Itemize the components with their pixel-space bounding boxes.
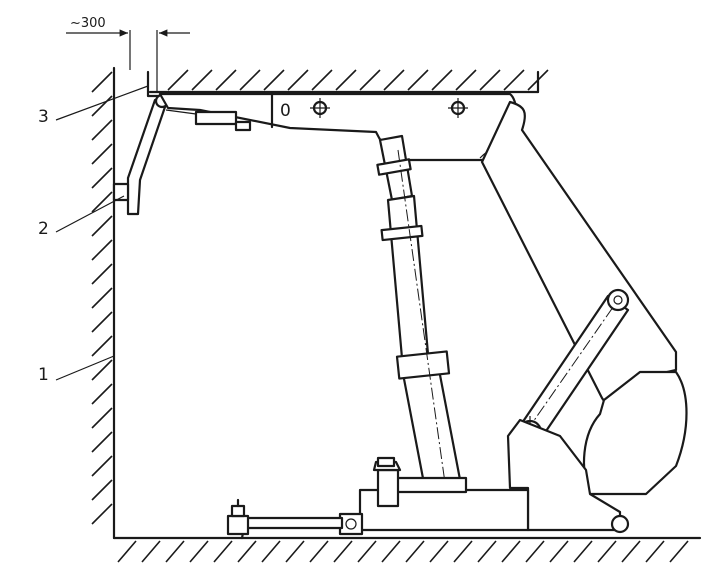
hatch-line (597, 540, 617, 563)
callout-1: 1 (38, 355, 115, 385)
hatch-line (335, 69, 357, 91)
rear-link (480, 100, 688, 496)
hatch-line (91, 191, 113, 213)
hatch-line (191, 69, 213, 91)
hatch-line (311, 69, 333, 91)
hatch-line (213, 540, 233, 563)
hatch-line (141, 540, 161, 563)
hatch-line (189, 540, 209, 563)
hatch-line (215, 69, 237, 91)
hatch-line (91, 359, 113, 381)
hatch-line (91, 311, 113, 333)
hatch-line (645, 540, 665, 563)
hatch-line (453, 540, 473, 563)
dimension-label: ~300 (70, 16, 106, 31)
hatch-line (381, 540, 401, 563)
callout-3: 3 (38, 85, 149, 127)
hatch-line (525, 540, 545, 563)
hydraulic-leg (376, 134, 464, 496)
hatch-line (503, 69, 525, 91)
hatch-line (333, 540, 353, 563)
pin-2 (448, 98, 468, 118)
hatch-line (431, 69, 453, 91)
hatch-line (91, 479, 113, 501)
hatch-line (549, 540, 569, 563)
svg-text:3: 3 (38, 107, 49, 127)
roof (148, 69, 549, 94)
hatch-line (91, 383, 113, 405)
hatch-line (91, 95, 113, 117)
hatch-line (167, 69, 189, 91)
hatch-line (455, 69, 477, 91)
hatch-line (359, 69, 381, 91)
hatch-line (263, 69, 285, 91)
hatch-line (165, 540, 185, 563)
hatch-line (91, 407, 113, 429)
hatch-line (91, 431, 113, 453)
hatch-line (285, 540, 305, 563)
hatch-line (91, 71, 113, 93)
hatch-line (309, 540, 329, 563)
wall (91, 66, 116, 540)
hatch-line (91, 239, 113, 261)
hatch-line (91, 335, 113, 357)
callout-2: 2 (38, 195, 125, 239)
hatch-line (91, 503, 113, 525)
push-beam (226, 498, 344, 540)
dimension-300: ~300 (66, 16, 190, 92)
hatch-line (91, 263, 113, 285)
hatch-line (117, 540, 137, 563)
hatch-line (237, 540, 257, 563)
floor (112, 536, 702, 563)
hatch-line (405, 540, 425, 563)
hatch-line (669, 540, 689, 563)
base (338, 418, 630, 536)
hatch-line (91, 119, 113, 141)
hatch-line (573, 540, 593, 563)
hatch-line (501, 540, 521, 563)
hatch-line (407, 69, 429, 91)
hatch-line (91, 215, 113, 237)
pin-1 (310, 98, 330, 118)
hatch-line (261, 540, 281, 563)
hatch-line (357, 540, 377, 563)
hatch-line (287, 69, 309, 91)
arm-marker: 0 (280, 101, 291, 121)
svg-text:1: 1 (38, 365, 49, 385)
hatch-line (383, 69, 405, 91)
svg-text:2: 2 (38, 219, 49, 239)
hatch-line (479, 69, 501, 91)
hatch-line (477, 540, 497, 563)
hatch-line (239, 69, 261, 91)
hatch-line (429, 540, 449, 563)
hatch-line (527, 69, 549, 91)
hatch-line (91, 167, 113, 189)
hatch-line (91, 287, 113, 309)
hatch-line (91, 143, 113, 165)
hatch-line (91, 455, 113, 477)
hatch-line (621, 540, 641, 563)
canopy-arm: 0 (158, 92, 518, 162)
